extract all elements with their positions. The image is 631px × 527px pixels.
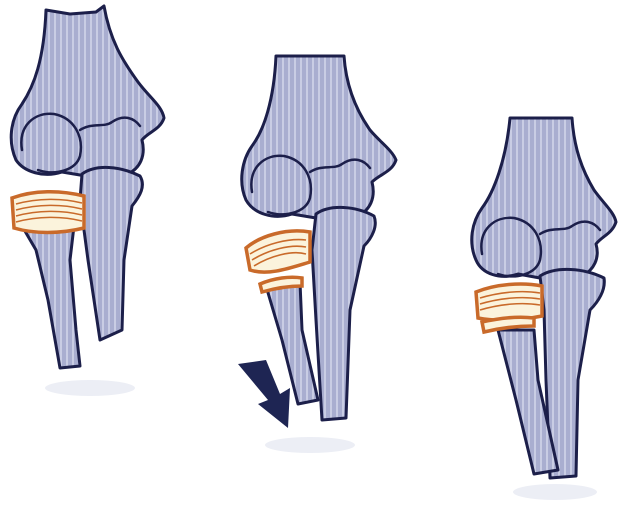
- annular-ligament: [476, 284, 542, 332]
- pull-direction-arrow: [238, 360, 290, 428]
- ulna-bone: [312, 207, 375, 420]
- annular-ligament: [12, 192, 84, 233]
- radius-bone: [22, 226, 80, 368]
- ulna-bone: [80, 167, 142, 340]
- floor-shadow: [265, 437, 355, 453]
- annular-ligament: [246, 231, 310, 292]
- humerus-bone: [472, 118, 616, 278]
- humerus-bone: [11, 6, 164, 176]
- panel-normal-elbow: [11, 6, 164, 396]
- panel-slipped-elbow: [472, 118, 616, 500]
- panel-pulled-elbow: [238, 56, 396, 453]
- humerus-bone: [242, 56, 396, 218]
- floor-shadow: [513, 484, 597, 500]
- floor-shadow: [45, 380, 135, 396]
